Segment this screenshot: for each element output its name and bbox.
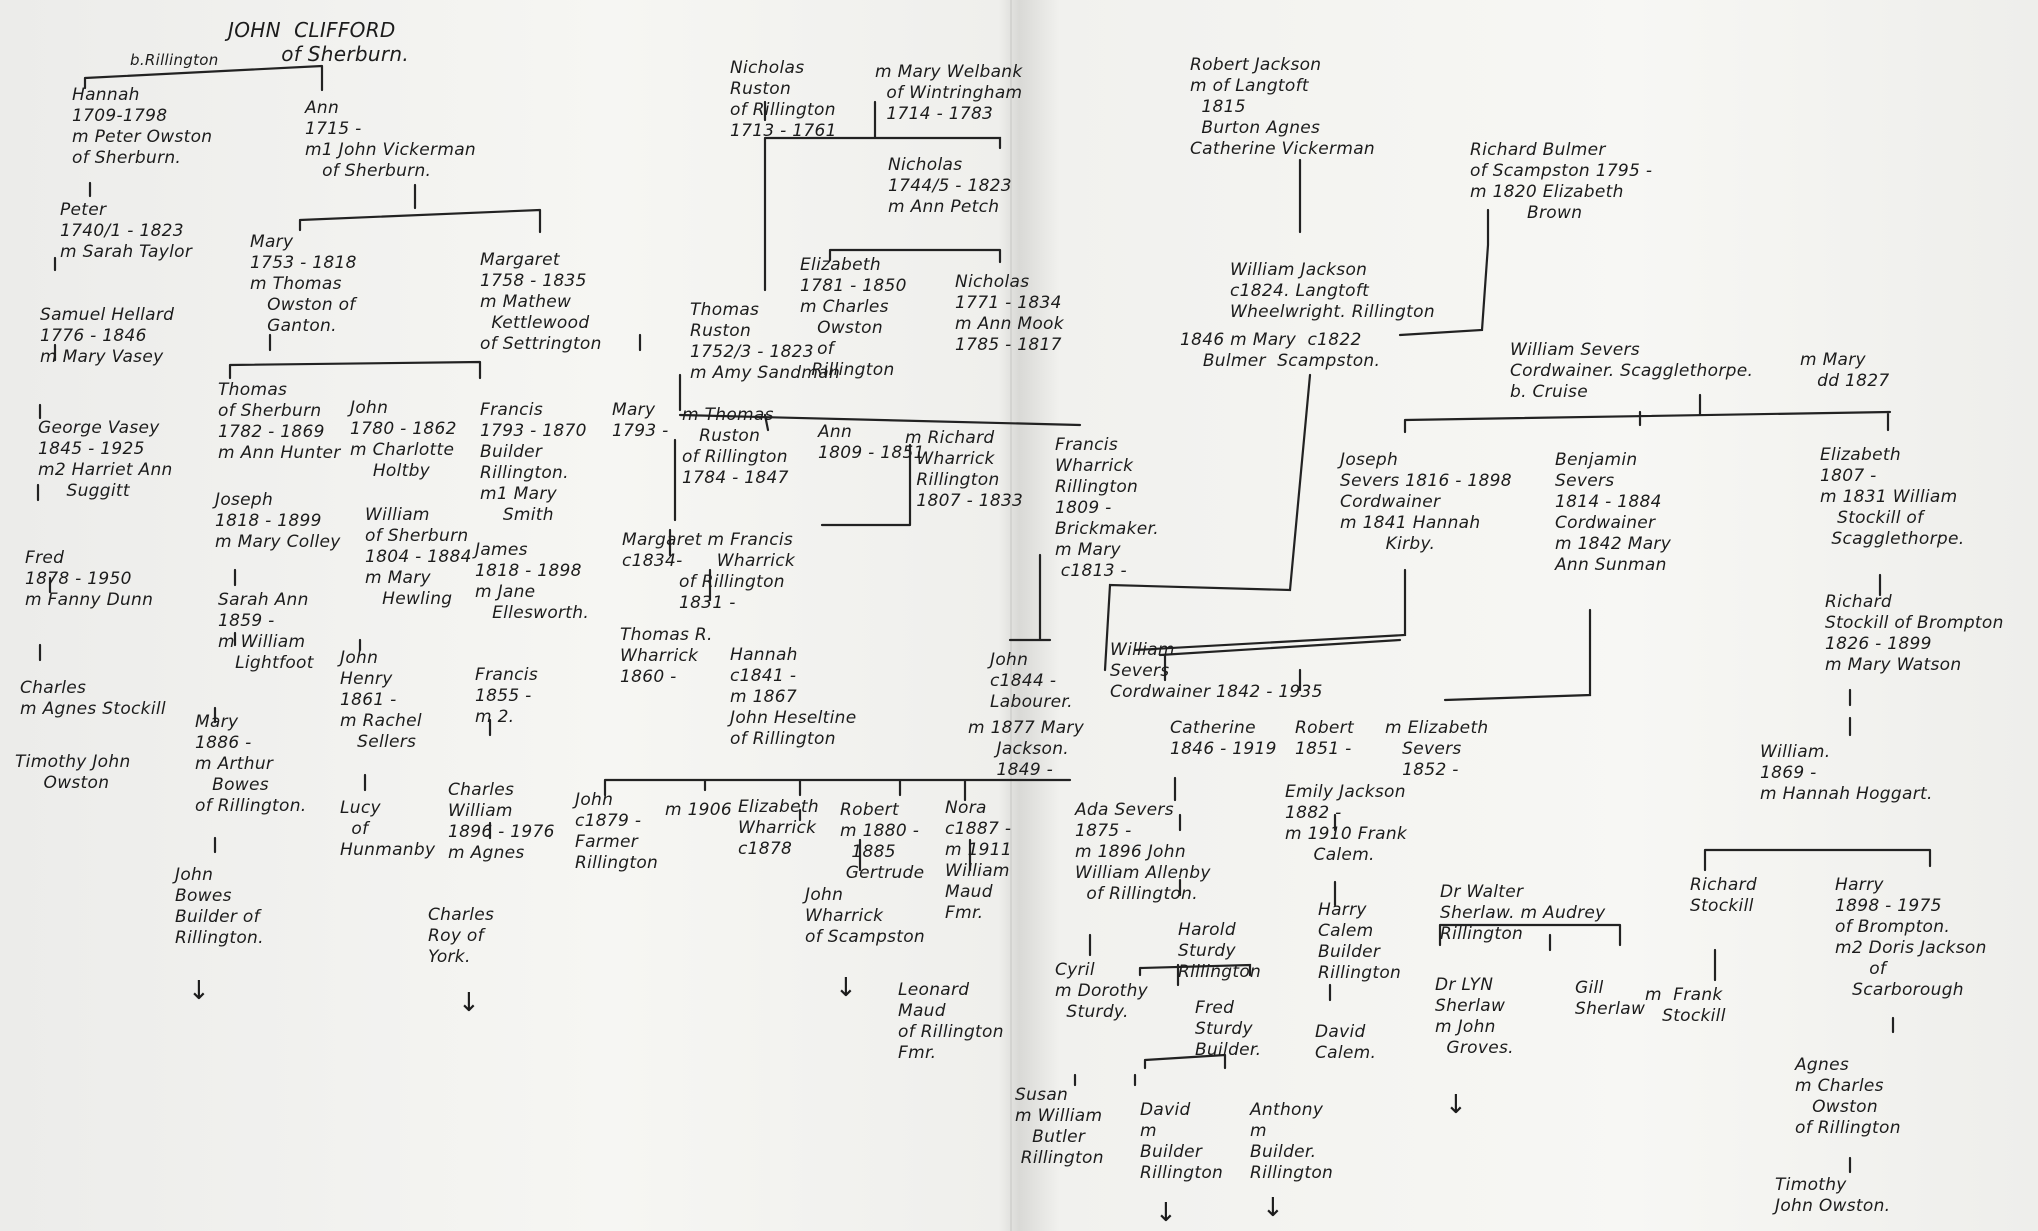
down-arrow-icon: ↓ bbox=[1262, 1193, 1284, 1223]
person-elizabeth-1781: Elizabeth 1781 - 1850 m Charles Owston o… bbox=[800, 255, 907, 380]
person-joseph-1818: Joseph 1818 - 1899 m Mary Colley bbox=[215, 490, 341, 552]
person-george-vasey: George Vasey 1845 - 1925 m2 Harriet Ann … bbox=[38, 418, 173, 501]
person-john-henry: John Henry 1861 - m Rachel Sellers bbox=[340, 648, 422, 752]
person-fred: Fred 1878 - 1950 m Fanny Dunn bbox=[25, 548, 154, 610]
down-arrow-icon: ↓ bbox=[835, 973, 857, 1003]
person-catherine: Catherine 1846 - 1919 bbox=[1170, 718, 1277, 759]
person-timothy-owston-left: Timothy John Owston bbox=[15, 752, 131, 793]
person-emily-jackson: Emily Jackson 1882 - m 1910 Frank Calem. bbox=[1285, 782, 1408, 865]
down-arrow-icon: ↓ bbox=[458, 988, 480, 1018]
person-mary-d1827: m Mary dd 1827 bbox=[1800, 350, 1890, 391]
person-john-bowes: John Bowes Builder of Rillington. bbox=[175, 865, 264, 948]
person-robert-1880: Robert m 1880 - 1885 Gertrude bbox=[840, 800, 925, 883]
person-john-clifford: JOHN CLIFFORD of Sherburn. bbox=[228, 18, 410, 66]
person-nicholas-1771: Nicholas 1771 - 1834 m Ann Mook 1785 - 1… bbox=[955, 272, 1064, 355]
person-benjamin-severs: Benjamin Severs 1814 - 1884 Cordwainer m… bbox=[1555, 450, 1672, 575]
person-elizabeth-wharrick: Elizabeth Wharrick c1878 bbox=[738, 797, 819, 859]
person-peter: Peter 1740/1 - 1823 m Sarah Taylor bbox=[60, 200, 193, 262]
person-hannah-owston: Hannah 1709-1798 m Peter Owston of Sherb… bbox=[72, 85, 213, 168]
down-arrow-icon: ↓ bbox=[1445, 1090, 1467, 1120]
person-charles: Charles m Agnes Stockill bbox=[20, 678, 166, 719]
person-richard-stockill-2: Richard Stockill bbox=[1690, 875, 1757, 916]
person-nicholas-ruston: Nicholas Ruston of Rillington 1713 - 176… bbox=[730, 58, 837, 141]
person-william-1804: William of Sherburn 1804 - 1884 m Mary H… bbox=[365, 505, 472, 609]
person-margaret-1834: Margaret m Francis c1834- Wharrick of Ri… bbox=[622, 530, 796, 613]
person-harry-calem: Harry Calem Builder Rillington bbox=[1318, 900, 1402, 983]
person-elizabeth-1807: Elizabeth 1807 - m 1831 William Stockill… bbox=[1820, 445, 1965, 549]
person-thomas-ruston-1784: m Thomas Ruston of Rillington 1784 - 184… bbox=[682, 405, 789, 488]
person-sarah-ann: Sarah Ann 1859 - m William Lightfoot bbox=[218, 590, 314, 673]
person-william-severs-sr: William Severs Cordwainer. Scagglethorpe… bbox=[1510, 340, 1754, 402]
person-john-1879: John c1879 - Farmer Rillington bbox=[575, 790, 659, 873]
person-robert-1851: Robert 1851 - bbox=[1295, 718, 1354, 759]
person-lucy: Lucy of Hunmanby bbox=[340, 798, 436, 860]
person-james-1818: James 1818 - 1898 m Jane Ellesworth. bbox=[475, 540, 590, 623]
person-richard-stockill: Richard Stockill of Brompton 1826 - 1899… bbox=[1825, 592, 2004, 675]
person-susan: Susan m William Butler Rillington bbox=[1015, 1085, 1104, 1168]
person-harold-sturdy: Harold Sturdy Rillington bbox=[1178, 920, 1262, 982]
person-agnes: Agnes m Charles Owston of Rillington bbox=[1795, 1055, 1901, 1138]
person-mary-1886: Mary 1886 - m Arthur Bowes of Rillington… bbox=[195, 712, 307, 816]
person-harry-1898: Harry 1898 - 1975 of Brompton. m2 Doris … bbox=[1835, 875, 1987, 1000]
person-francis-wharrick-1809: Francis Wharrick Rillington 1809 - Brick… bbox=[1055, 435, 1159, 581]
person-margaret-1758: Margaret 1758 - 1835 m Mathew Kettlewood… bbox=[480, 250, 602, 354]
person-timothy-owston-right: Timothy John Owston. bbox=[1775, 1175, 1891, 1216]
person-thomas-r-wharrick: Thomas R. Wharrick 1860 - bbox=[620, 625, 713, 687]
person-lyn-sherlaw: Dr LYN Sherlaw m John Groves. bbox=[1435, 975, 1514, 1058]
person-richard-wharrick: m Richard Wharrick Rillington 1807 - 183… bbox=[905, 428, 1024, 511]
person-leonard-maud: Leonard Maud of Rillington Fmr. bbox=[898, 980, 1004, 1063]
marriage-1906: m 1906 bbox=[665, 800, 733, 820]
person-mary-bulmer: 1846 m Mary c1822 Bulmer Scampston. bbox=[1180, 330, 1381, 371]
person-ada-severs: Ada Severs 1875 - m 1896 John William Al… bbox=[1075, 800, 1211, 904]
person-david: David m Builder Rillington bbox=[1140, 1100, 1224, 1183]
person-francis-1855: Francis 1855 - m 2. bbox=[475, 665, 538, 727]
person-john-wharrick: John Wharrick of Scampston bbox=[805, 885, 925, 947]
person-fred-sturdy: Fred Sturdy Builder. bbox=[1195, 998, 1262, 1060]
person-frank-stockill: m Frank Stockill bbox=[1645, 985, 1726, 1026]
person-hannah-1841: Hannah c1841 - m 1867 John Heseltine of … bbox=[730, 645, 857, 749]
down-arrow-icon: ↓ bbox=[1155, 1198, 1177, 1228]
person-thomas-sherburn: Thomas of Sherburn 1782 - 1869 m Ann Hun… bbox=[218, 380, 341, 463]
person-francis-1793: Francis 1793 - 1870 Builder Rillington. … bbox=[480, 400, 587, 525]
person-ann-1809: Ann 1809 - 1851 bbox=[818, 422, 925, 463]
person-thomas-ruston-1752: Thomas Ruston 1752/3 - 1823 m Amy Sandma… bbox=[690, 300, 841, 383]
person-john-1780: John 1780 - 1862 m Charlotte Holtby bbox=[350, 398, 457, 481]
person-nicholas-1744: Nicholas 1744/5 - 1823 m Ann Petch bbox=[888, 155, 1012, 217]
person-samuel-hellard: Samuel Hellard 1776 - 1846 m Mary Vasey bbox=[40, 305, 175, 367]
person-nora: Nora c1887 - m 1911 William Maud Fmr. bbox=[945, 798, 1013, 923]
paper-fold bbox=[1010, 0, 1012, 1231]
person-mary-jackson: m 1877 Mary Jackson. 1849 - bbox=[968, 718, 1085, 780]
person-anthony: Anthony m Builder. Rillington bbox=[1250, 1100, 1334, 1183]
person-gill-sherlaw: Gill Sherlaw bbox=[1575, 978, 1646, 1019]
person-elizabeth-severs: m Elizabeth Severs 1852 - bbox=[1385, 718, 1489, 780]
person-walter-sherlaw: Dr Walter Sherlaw. m Audrey Rillington bbox=[1440, 882, 1606, 944]
person-richard-bulmer: Richard Bulmer of Scampston 1795 - m 182… bbox=[1470, 140, 1653, 223]
person-joseph-severs: Joseph Severs 1816 - 1898 Cordwainer m 1… bbox=[1340, 450, 1512, 554]
person-charles-william: Charles William 1896 - 1976 m Agnes bbox=[448, 780, 555, 863]
person-mary-1793: Mary 1793 - bbox=[612, 400, 669, 441]
person-david-calem: David Calem. bbox=[1315, 1022, 1377, 1063]
person-ann-vickerman: Ann 1715 - m1 John Vickerman of Sherburn… bbox=[305, 98, 476, 181]
person-william-jackson: William Jackson c1824. Langtoft Wheelwri… bbox=[1230, 260, 1435, 322]
down-arrow-icon: ↓ bbox=[188, 976, 210, 1006]
person-charles-roy: Charles Roy of York. bbox=[428, 905, 495, 967]
person-william-severs-jr: William Severs Cordwainer 1842 - 1935 bbox=[1110, 640, 1323, 702]
person-john-1844: John c1844 - Labourer. bbox=[990, 650, 1073, 712]
person-mary-welbank: m Mary Welbank of Wintringham 1714 - 178… bbox=[875, 62, 1023, 124]
person-robert-jackson: Robert Jackson m of Langtoft 1815 Burton… bbox=[1190, 55, 1375, 159]
person-cyril: Cyril m Dorothy Sturdy. bbox=[1055, 960, 1149, 1022]
born-rillington-note: b.Rillington bbox=[130, 51, 219, 69]
person-william-1869: William. 1869 - m Hannah Hoggart. bbox=[1760, 742, 1933, 804]
person-mary-1753: Mary 1753 - 1818 m Thomas Owston of Gant… bbox=[250, 232, 357, 336]
